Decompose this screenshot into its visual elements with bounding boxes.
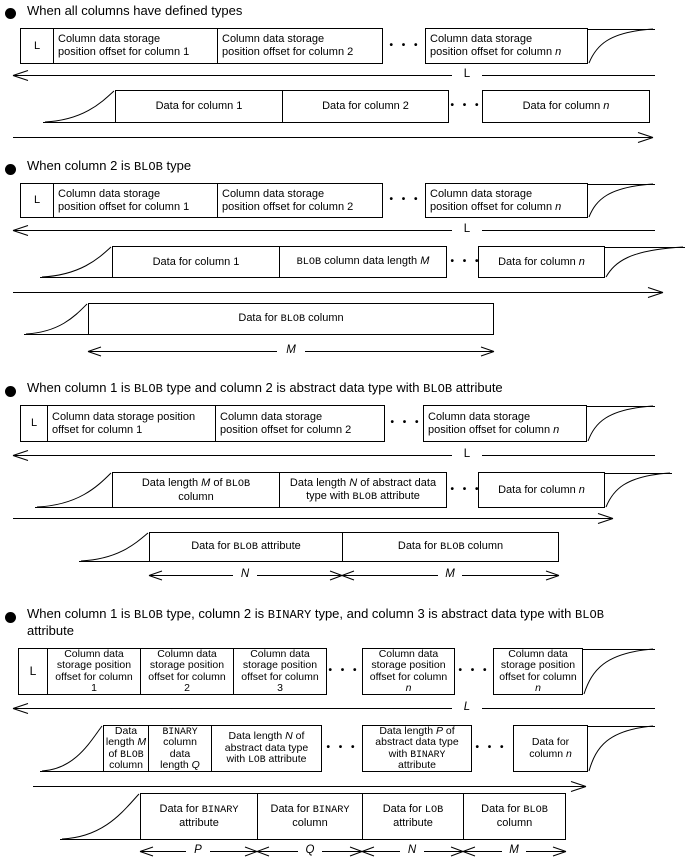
- bullet-icon: [5, 8, 16, 19]
- data-col1-box: Data for column 1: [115, 90, 283, 123]
- length-arrow: [12, 703, 655, 714]
- ellipsis: • • •: [326, 742, 358, 753]
- continuation-curve-icon: [79, 532, 149, 562]
- continuation-curve-icon: [587, 405, 655, 442]
- continuation-curve-icon: [605, 246, 685, 278]
- offset-col1-box: Column data storage position offset for …: [53, 28, 218, 64]
- binary-col-data-box: Data for BINARY column: [257, 793, 363, 840]
- data-coln-box: Data for column n: [482, 90, 650, 123]
- offset-coln-box: Column data storage position offset for …: [425, 28, 588, 64]
- length-label: L: [452, 222, 482, 236]
- length-label: L: [452, 700, 482, 714]
- continuation-curve-icon: [43, 90, 115, 123]
- adt-length-box: Data length N of abstract data type with…: [279, 472, 447, 508]
- continuation-curve-icon: [588, 183, 655, 218]
- direction-arrow: [13, 287, 664, 298]
- ellipsis: • • •: [450, 256, 482, 267]
- offset-coln-box: Column data storage position offset for …: [425, 183, 588, 218]
- ellipsis: • • •: [328, 665, 360, 676]
- continuation-curve-icon: [605, 472, 672, 508]
- offset-coln-box: Column data storage position offset for …: [423, 405, 587, 442]
- p-dimension-label: P: [186, 843, 210, 857]
- bullet-icon: [5, 386, 16, 397]
- offset-col2-box: Column data storage position offset for …: [217, 183, 383, 218]
- blob-length-box: Data length M of BLOB column: [103, 725, 149, 772]
- n-dimension-label: N: [400, 843, 424, 857]
- blob-attr-data-box: Data for BLOB attribute: [149, 532, 343, 562]
- length-label: L: [452, 447, 482, 461]
- blob-length-box: Data length M of BLOB column: [112, 472, 280, 508]
- data-coln-box: Data for column n: [478, 246, 605, 278]
- section1-heading: When all columns have defined types: [27, 3, 243, 18]
- dimension-arrow-pqnm: [139, 846, 567, 857]
- binary-length-box: BINARY column data length Q: [148, 725, 212, 772]
- data-coln-box: Data for column n: [513, 725, 588, 772]
- data-coln-box: Data for column n: [478, 472, 605, 508]
- ellipsis: • • •: [475, 742, 507, 753]
- ellipsis: • • •: [390, 417, 422, 428]
- ellipsis: • • •: [389, 40, 421, 51]
- offset-col2-box: Column data storage position offset for …: [217, 28, 383, 64]
- continuation-curve-icon: [35, 472, 112, 508]
- offset-coln-box: Column data storage position offset for …: [493, 648, 583, 695]
- data-col1-box: Data for column 1: [112, 246, 280, 278]
- offset-length-box: L: [20, 405, 48, 442]
- length-label: L: [452, 67, 482, 81]
- length-arrow: [12, 450, 655, 461]
- q-dimension-label: Q: [298, 843, 322, 857]
- binary-attr-data-box: Data for BINARY attribute: [140, 793, 258, 840]
- ellipsis: • • •: [458, 665, 490, 676]
- continuation-curve-icon: [583, 648, 655, 695]
- direction-arrow: [13, 132, 654, 143]
- data-col2-box: Data for column 2: [282, 90, 449, 123]
- lob-attr-data-box: Data for LOB attribute: [362, 793, 464, 840]
- bullet-icon: [5, 164, 16, 175]
- offset-col2-box: Column data storage position offset for …: [140, 648, 234, 695]
- offset-length-box: L: [20, 183, 54, 218]
- blob-length-box: BLOB column data length M: [279, 246, 447, 278]
- adt-lob-length-box: Data length N of abstract data type with…: [211, 725, 322, 772]
- offset-length-box: L: [18, 648, 48, 695]
- offset-length-box: L: [20, 28, 54, 64]
- continuation-curve-icon: [60, 793, 140, 840]
- m-dimension-label: M: [277, 343, 305, 357]
- n-dimension-label: N: [233, 567, 257, 581]
- continuation-curve-icon: [588, 28, 655, 64]
- m-dimension-label: M: [502, 843, 526, 857]
- direction-arrow: [13, 513, 614, 524]
- ellipsis: • • •: [389, 194, 421, 205]
- blob-col-data-box: Data for BLOB column: [342, 532, 559, 562]
- offset-col2-box: Column data storage position offset for …: [215, 405, 385, 442]
- m-dimension-label: M: [438, 567, 462, 581]
- blob-data-box: Data for BLOB column: [88, 303, 494, 335]
- continuation-curve-icon: [40, 246, 112, 278]
- length-arrow: [12, 225, 655, 236]
- offset-col3-box: Column data storage position offset for …: [233, 648, 327, 695]
- ellipsis: • • •: [450, 100, 482, 111]
- offset-col1-box: Column data storage position offset for …: [47, 648, 141, 695]
- section2-heading: When column 2 is BLOB type: [27, 158, 192, 174]
- length-arrow: [12, 70, 655, 81]
- bullet-icon: [5, 612, 16, 623]
- section3-heading: When column 1 is BLOB type and column 2 …: [27, 380, 503, 396]
- offset-col1-box: Column data storage position offset for …: [53, 183, 218, 218]
- offset-coln-box: Column data storage position offset for …: [362, 648, 455, 695]
- adt-binary-length-box: Data length P of abstract data type with…: [362, 725, 472, 772]
- offset-col1-box: Column data storage position offset for …: [47, 405, 216, 442]
- ellipsis: • • •: [450, 484, 482, 495]
- continuation-curve-icon: [40, 725, 103, 772]
- dimension-arrow-nm: [148, 570, 560, 581]
- blob-col-data-box: Data for BLOB column: [463, 793, 566, 840]
- continuation-curve-icon: [24, 303, 88, 335]
- section4-heading: When column 1 is BLOB type, column 2 is …: [27, 606, 604, 638]
- direction-arrow: [33, 781, 587, 792]
- continuation-curve-icon: [588, 725, 655, 772]
